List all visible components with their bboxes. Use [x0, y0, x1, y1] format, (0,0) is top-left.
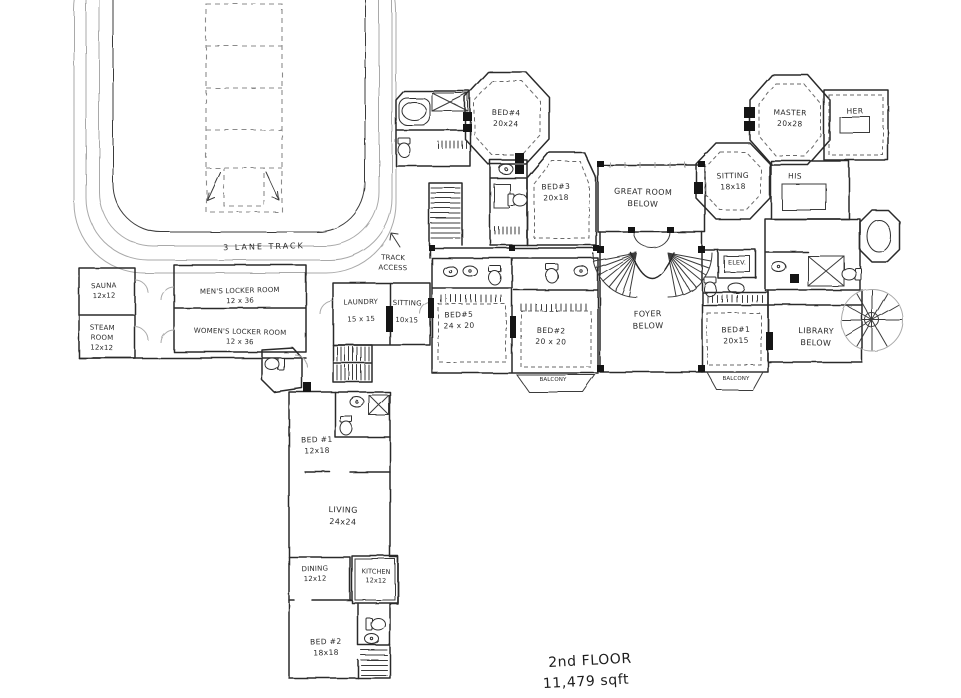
her-closet-label: HER — [846, 106, 864, 116]
library-walls — [767, 288, 904, 363]
hall-bath-and-stairs — [395, 90, 471, 246]
guest-wing-walls — [261, 347, 399, 679]
elevator-bed1-walls — [701, 249, 769, 391]
track-label: 3 LANE TRACK — [223, 241, 305, 253]
his-closet-label: HIS — [788, 171, 803, 181]
bed4-octagon — [464, 71, 550, 165]
master-suite-walls — [695, 74, 901, 291]
balcony-bed1-label: BALCONY — [722, 376, 750, 383]
bed3-walls — [489, 151, 597, 246]
columns-and-door-leaves — [303, 107, 799, 392]
gym-block-walls — [78, 264, 307, 359]
bed5-bed2-walls — [419, 247, 599, 393]
track-access-arrow — [389, 232, 401, 248]
balcony-bed2-label: BALCONY — [539, 377, 567, 384]
basketball-court — [205, 3, 283, 213]
running-track — [73, 0, 397, 274]
elevator-label: ELEV. — [727, 258, 747, 267]
great-room-walls — [597, 162, 706, 249]
foyer-stairs — [592, 231, 713, 373]
